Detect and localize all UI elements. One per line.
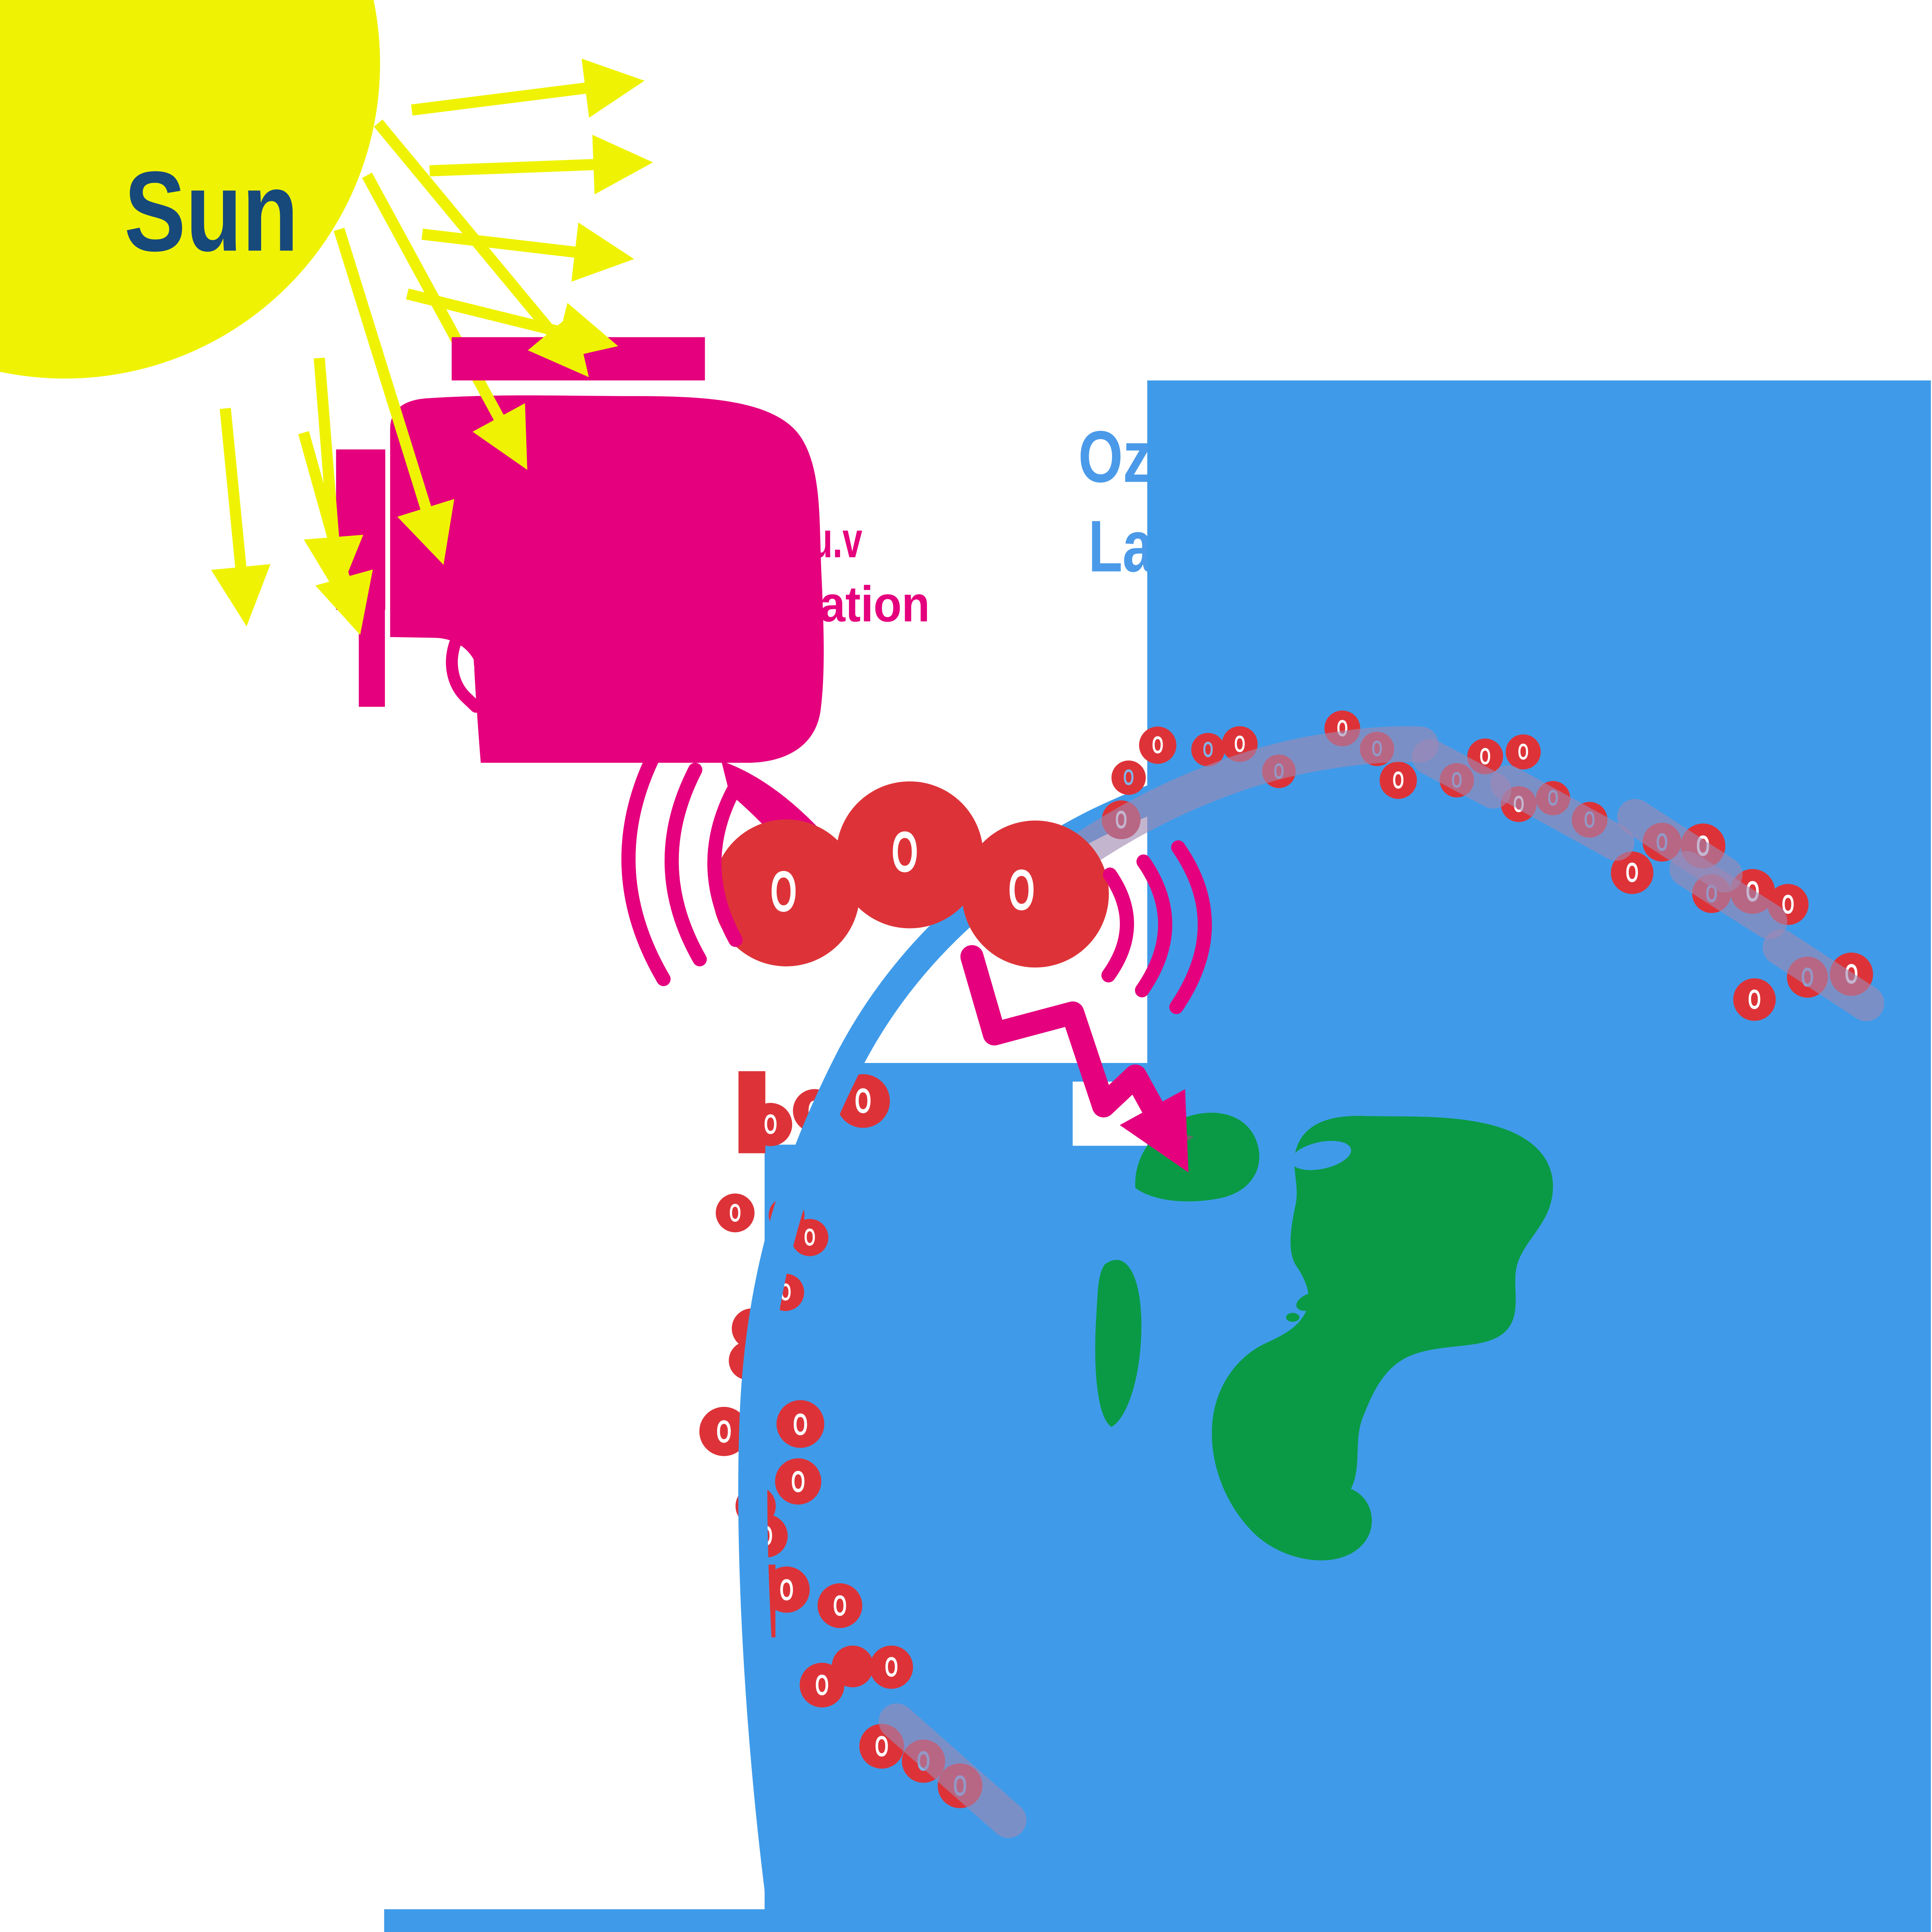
ozone-molecule: O (738, 1071, 793, 1153)
sun-ray (374, 119, 589, 378)
oxygen-atom (1139, 726, 1177, 764)
atom-label: O (1152, 732, 1163, 759)
earth-ocean-step (764, 1145, 1148, 1932)
atom-label-large: O (1008, 858, 1035, 922)
sun-ray (429, 134, 653, 195)
ozone-molecule: O (716, 1193, 755, 1233)
vibration-arc-right-3 (1169, 840, 1212, 1014)
atom-label: O (779, 1573, 794, 1607)
atom-label: O (804, 1224, 816, 1251)
atom-label: O (729, 1199, 741, 1227)
oxygen-atom (749, 1103, 793, 1146)
atom-label: O (764, 1109, 777, 1140)
sun-ray (298, 431, 373, 635)
ozone-molecule: OO (799, 1645, 913, 1708)
oxygen-atom (775, 1458, 821, 1505)
sun: Sun (0, 0, 380, 379)
oxygen-atom (716, 1193, 755, 1233)
uv-blob-top-rect (451, 337, 705, 381)
oxygen-atom (763, 1566, 810, 1613)
oxygen-atom (1611, 851, 1653, 894)
atom-label: O (855, 1082, 871, 1121)
heat-arrow (960, 945, 1194, 1173)
oxygen-atom (776, 1400, 825, 1448)
continent-bay (1291, 1141, 1351, 1170)
sun-circle (0, 0, 380, 379)
atom-label: O (885, 1651, 898, 1683)
ozone-layer-band (879, 726, 1884, 1838)
oxygen-atom (1111, 760, 1146, 795)
heat-arrow-zigzag (960, 945, 1189, 1173)
oxygen-atom-large (836, 781, 983, 929)
atom-label: O (1626, 857, 1639, 888)
earth-ocean-bottom-strip (384, 1909, 765, 1932)
atom-label: O (833, 1589, 847, 1622)
island-west (1095, 1260, 1141, 1427)
uv-blob-bar-left-lower (359, 608, 385, 707)
sun-ray (421, 222, 634, 282)
oxygen-atom-large (713, 819, 860, 966)
oxygen-atom (1733, 978, 1776, 1021)
oxygen-atom (699, 1406, 749, 1456)
oxygen-atom (791, 1219, 828, 1256)
oxygen-atom (1505, 734, 1541, 770)
oxygen-atom (832, 1645, 874, 1687)
ozone-band-seg2 (1490, 765, 1634, 861)
ozone-band-seg-bottom (879, 1703, 1027, 1838)
sun-ray (333, 228, 454, 565)
atom-label: O (1123, 765, 1134, 790)
atom-label: O (1203, 737, 1213, 762)
oxygen-atom-large (962, 820, 1109, 968)
vibration-arc-left-1 (707, 783, 743, 947)
vibration-arc-right-1 (1101, 867, 1134, 983)
atom-label: O (815, 1669, 829, 1701)
earth (384, 380, 1931, 1932)
continent-main (1212, 1116, 1553, 1561)
sun-label: Sun (124, 148, 298, 275)
vibration-arcs (621, 742, 1212, 1014)
ozone-band-seg1 (1412, 739, 1512, 809)
atom-label-large: O (891, 820, 918, 884)
vibration-arc-left-2 (665, 762, 707, 966)
earth-ocean-wedge (799, 1063, 1148, 1146)
atom-label: O (791, 1464, 805, 1498)
atom-label: O (1393, 767, 1404, 794)
atom-label: O (1518, 739, 1529, 764)
vibration-arc-left-3 (621, 742, 671, 986)
ozone-band-main (1054, 726, 1439, 876)
ozone-molecule: O (775, 1458, 821, 1505)
ozone-band-seg5 (1762, 929, 1884, 1021)
sun-ray (411, 58, 645, 118)
islet-small (1286, 1313, 1299, 1322)
atom-label: O (1748, 984, 1761, 1015)
ozone-band-seg4 (1669, 851, 1787, 939)
atom-label: O (793, 1406, 808, 1441)
sun-rays (211, 58, 653, 635)
ozone-molecule-large: OOO (713, 781, 1109, 968)
uv-blob-shape (390, 395, 824, 763)
uv-blob-curl (446, 635, 482, 713)
atom-label: O (716, 1413, 732, 1449)
oxygen-atom (1191, 733, 1225, 767)
vibration-arc-right-2 (1135, 854, 1172, 998)
islet-large (1296, 1292, 1325, 1311)
sun-ray (211, 408, 271, 627)
oxygen-atom (1379, 762, 1417, 799)
oxygen-atom (817, 1583, 862, 1628)
oxygen-atom (869, 1645, 913, 1689)
atom-label-large: O (770, 859, 797, 923)
